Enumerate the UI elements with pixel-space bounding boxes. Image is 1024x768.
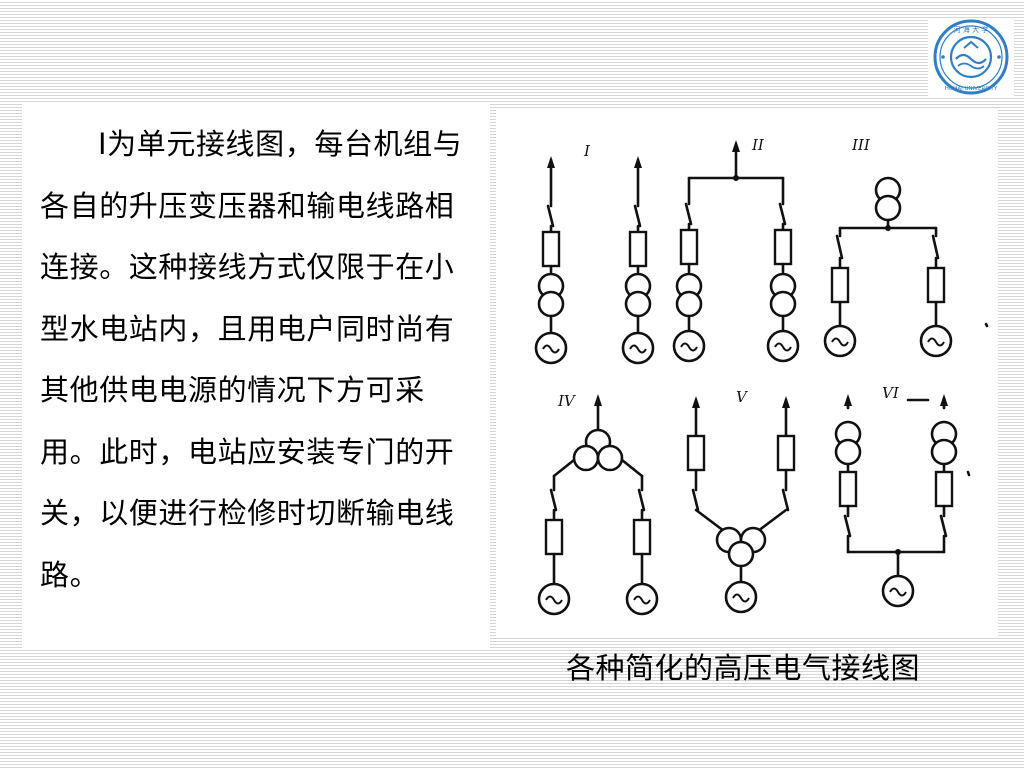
- svg-text:河 海 大 学: 河 海 大 学: [954, 25, 989, 34]
- scheme-label-1: I: [583, 142, 591, 160]
- body-paragraph: Ⅰ为单元接线图，每台机组与各自的升压变压器和输电线路相连接。这种接线方式仅限于在…: [40, 127, 463, 592]
- scheme-2: II: [672, 136, 800, 363]
- wiring-diagram-panel: I II: [496, 108, 998, 636]
- scheme-label-2: II: [751, 136, 765, 154]
- scheme-label-5: V: [736, 388, 749, 406]
- text-panel: Ⅰ为单元接线图，每台机组与各自的升压变压器和输电线路相连接。这种接线方式仅限于在…: [22, 102, 490, 650]
- diagram-caption: 各种简化的高压电气接线图: [566, 651, 921, 685]
- university-logo: 河 海 大 学 HOHAI UNIVERSITY: [928, 18, 1014, 96]
- wiring-diagram: I II: [534, 136, 989, 616]
- scheme-label-3: III: [851, 136, 871, 154]
- scheme-6: VI: [834, 384, 971, 608]
- university-seal-icon: 河 海 大 学 HOHAI UNIVERSITY: [933, 19, 1009, 95]
- scheme-5: V: [686, 388, 796, 614]
- scheme-3: III: [823, 136, 989, 358]
- scheme-label-6: VI: [882, 384, 900, 402]
- scheme-label-4: IV: [557, 392, 577, 410]
- scheme-1: I: [534, 142, 655, 365]
- scheme-4: IV: [537, 392, 659, 616]
- svg-text:HOHAI UNIVERSITY: HOHAI UNIVERSITY: [945, 86, 998, 92]
